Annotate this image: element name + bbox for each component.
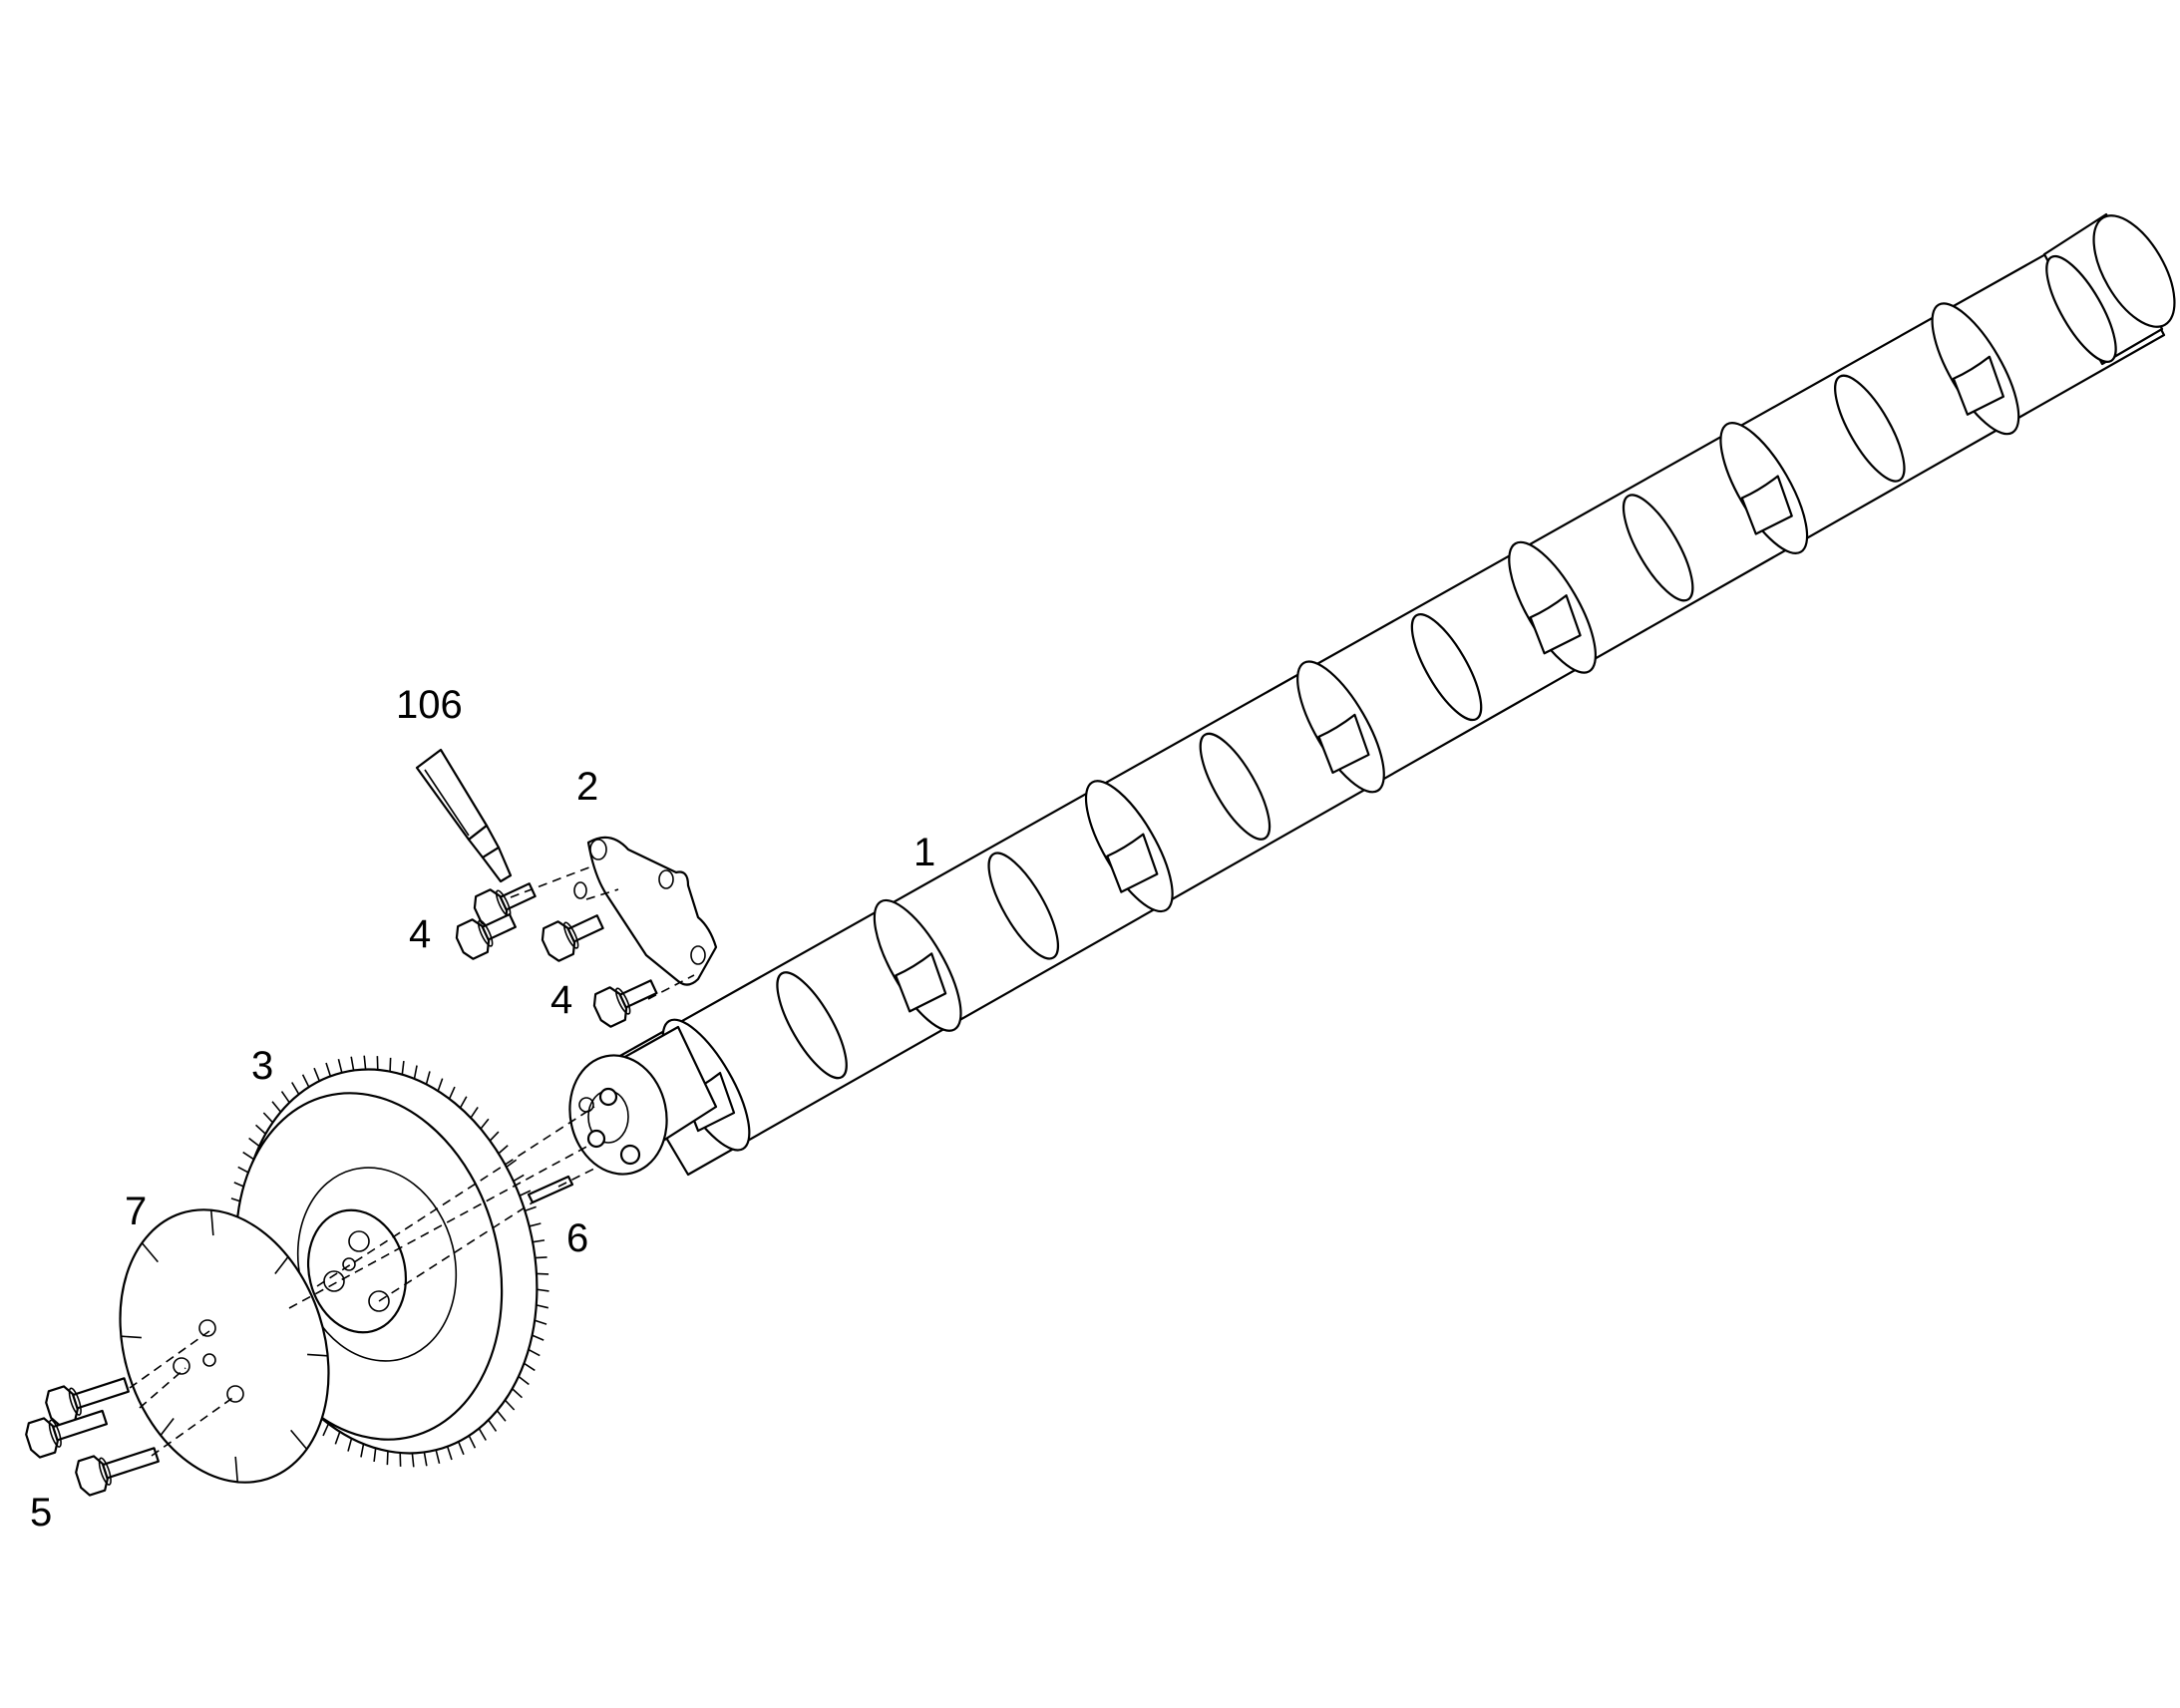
callout-plate-bolts-a: 4	[409, 912, 431, 956]
callout-gear: 3	[251, 1044, 273, 1088]
gear-bolts[interactable]	[23, 1368, 162, 1498]
callout-plate-bolts-b: 4	[550, 978, 572, 1022]
assembly-lines	[129, 864, 695, 1457]
plate-bolts[interactable]	[453, 873, 661, 1029]
tone-wheel[interactable]	[87, 1183, 363, 1510]
dowel-pin[interactable]	[527, 1175, 574, 1204]
callout-gear-bolts: 5	[30, 1491, 52, 1535]
callout-tone-wheel: 7	[125, 1190, 147, 1233]
callout-dowel-pin: 6	[566, 1216, 588, 1260]
camshaft[interactable]	[559, 202, 2180, 1183]
tone-wheel-slots	[121, 1209, 328, 1483]
sealant-tube[interactable]	[415, 748, 513, 883]
cam-lobes-and-journals	[661, 254, 2117, 1152]
callout-sealant-tube: 106	[396, 683, 463, 727]
callout-labels: 1 2 3 4 4 5 6 7 106	[30, 683, 935, 1535]
callout-camshaft: 1	[913, 831, 935, 874]
callout-thrust-plate: 2	[576, 765, 598, 809]
thrust-plate[interactable]	[573, 836, 718, 986]
